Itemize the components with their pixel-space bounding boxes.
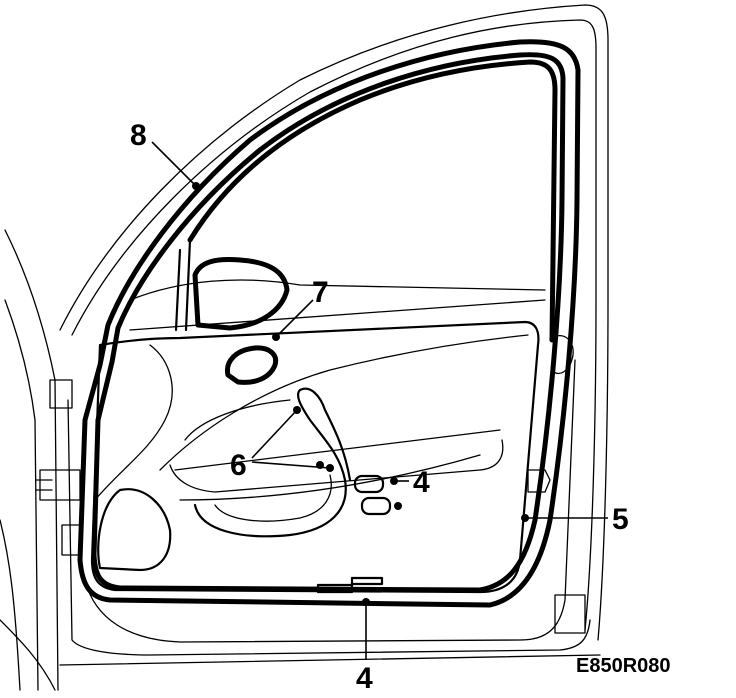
callout-8: 8	[130, 119, 147, 152]
mirror-trim	[192, 257, 290, 331]
callout-4-switch: 4	[413, 466, 430, 499]
callout-leaders	[151, 141, 608, 660]
callout-5: 5	[612, 503, 629, 536]
callout-4-bottom: 4	[356, 662, 373, 695]
callout-7: 7	[312, 276, 329, 309]
door-trim-panel	[90, 320, 586, 634]
callout-6: 6	[230, 449, 247, 482]
callout-labels: 8 7 6 4 5 4	[130, 119, 629, 695]
a-pillar-body	[0, 229, 601, 691]
figure-reference-code: E850R080	[576, 655, 671, 677]
